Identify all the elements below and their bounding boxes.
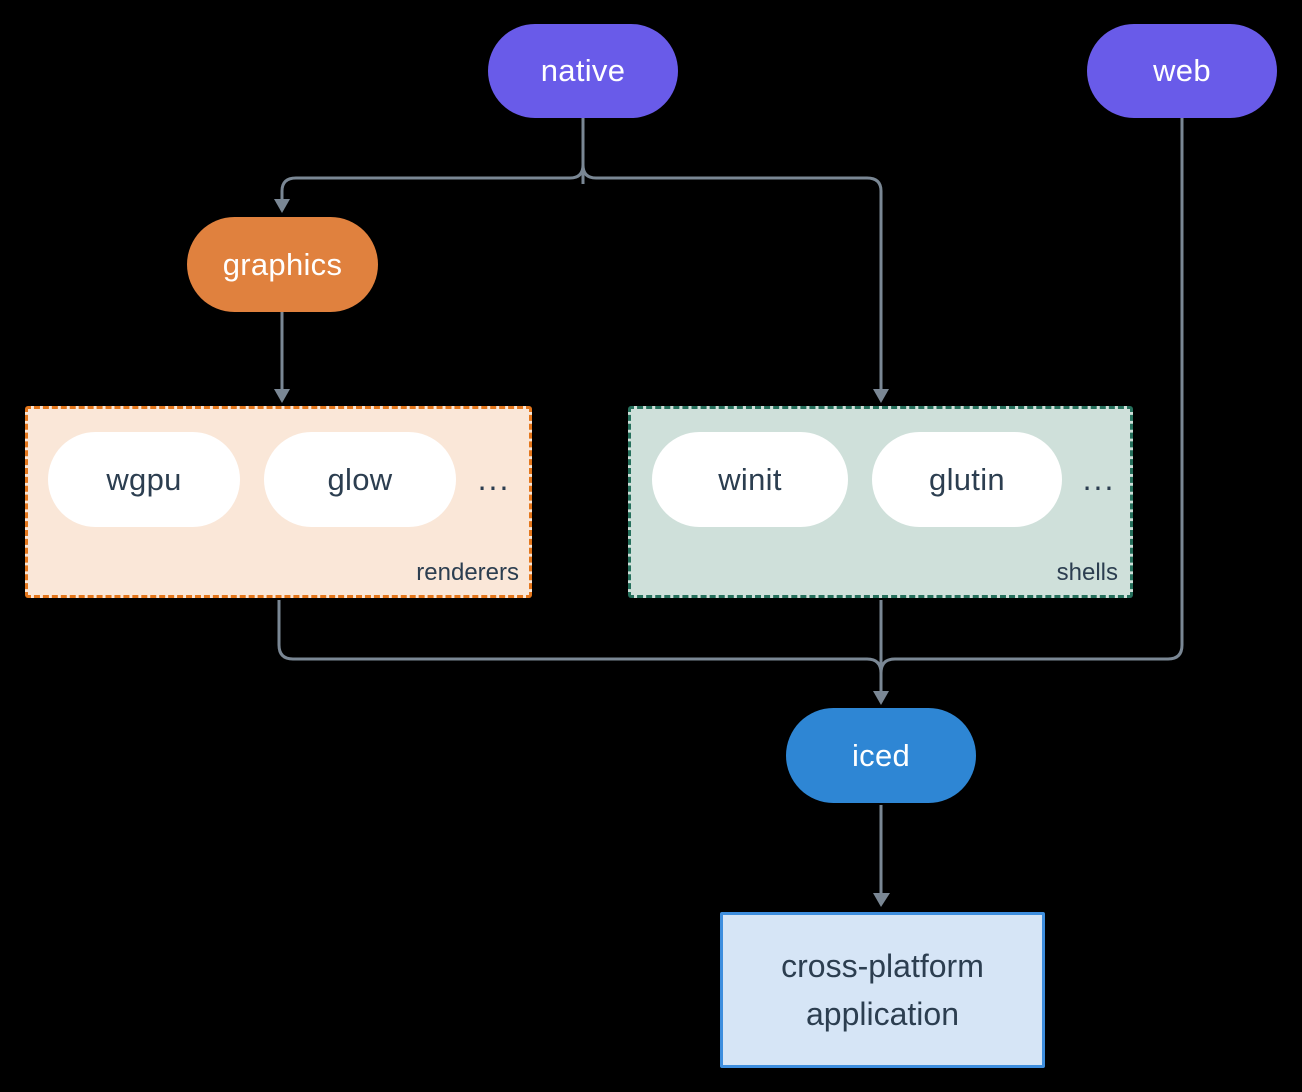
renderers-ellipsis: ... bbox=[477, 461, 511, 497]
app-box-line2: application bbox=[806, 996, 959, 1032]
node-glutin: glutin bbox=[872, 432, 1062, 527]
node-web: web bbox=[1087, 24, 1277, 118]
node-glutin-label: glutin bbox=[929, 461, 1005, 497]
arrowhead-into-renderers bbox=[274, 389, 290, 403]
node-winit-label: winit bbox=[718, 461, 782, 497]
arrowhead-into-graphics bbox=[274, 199, 290, 213]
shells-ellipsis: ... bbox=[1082, 461, 1116, 497]
shells-group-box: winit glutin ... shells bbox=[628, 406, 1133, 598]
node-graphics-label: graphics bbox=[222, 246, 343, 282]
node-iced: iced bbox=[786, 708, 976, 803]
node-wgpu: wgpu bbox=[48, 432, 240, 527]
node-iced-label: iced bbox=[851, 737, 911, 773]
node-native-label: native bbox=[540, 53, 626, 88]
edge-native-to-shells bbox=[581, 164, 883, 389]
arrowhead-into-app bbox=[873, 893, 890, 907]
node-glow-label: glow bbox=[327, 461, 393, 497]
app-box-line1: cross-platform bbox=[781, 948, 984, 984]
edge-renderers-to-merge bbox=[277, 600, 883, 674]
renderers-group-label: renderers bbox=[416, 559, 519, 586]
node-web-label: web bbox=[1153, 53, 1211, 88]
shells-group-label: shells bbox=[1056, 559, 1118, 586]
arrowhead-into-shells bbox=[873, 389, 889, 403]
node-native: native bbox=[488, 24, 678, 118]
renderers-group-box: wgpu glow ... renderers bbox=[25, 406, 532, 598]
node-graphics: graphics bbox=[187, 217, 378, 312]
node-winit: winit bbox=[652, 432, 848, 527]
edge-native-to-graphics bbox=[280, 164, 585, 199]
arrowhead-into-iced bbox=[873, 691, 889, 705]
node-glow: glow bbox=[264, 432, 456, 527]
node-wgpu-label: wgpu bbox=[106, 461, 182, 497]
cross-platform-application-box: cross-platform application bbox=[720, 912, 1045, 1068]
